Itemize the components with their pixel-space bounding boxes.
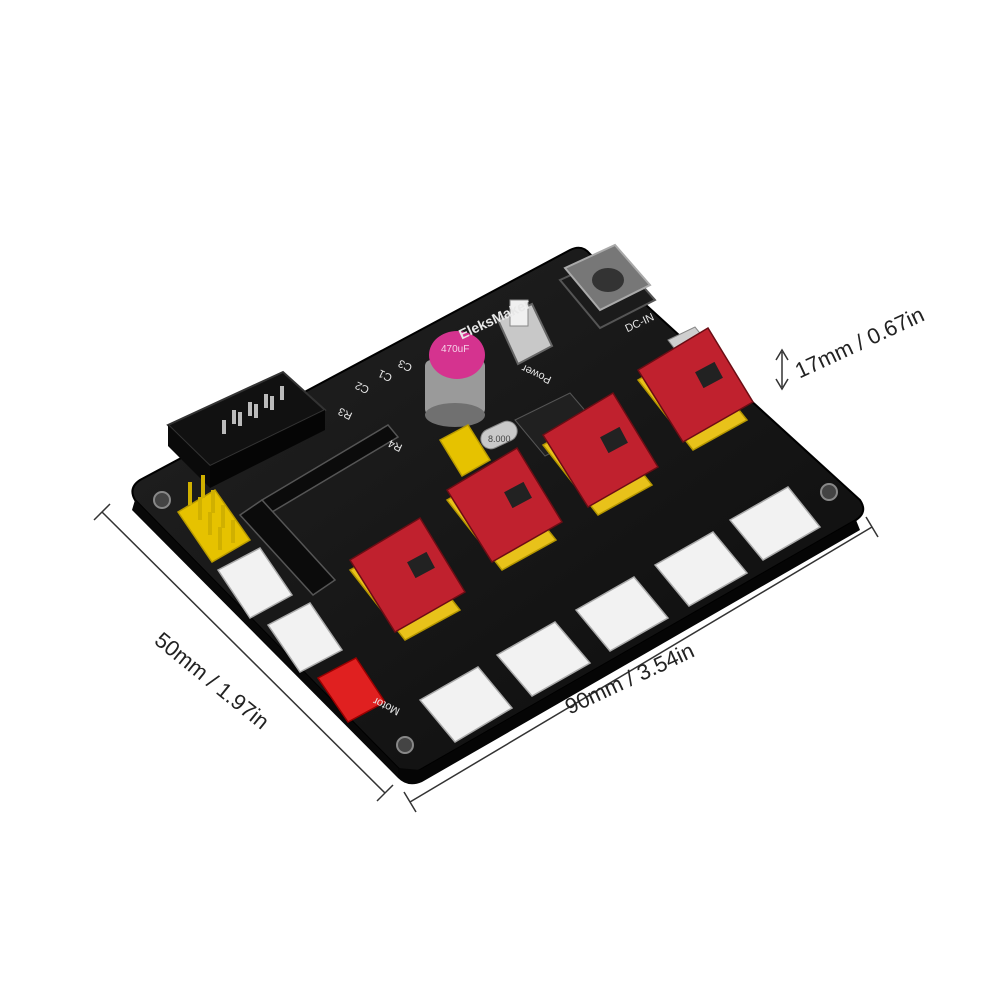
c1-label: C1 [376,367,394,384]
pin-header-left [176,475,252,563]
stepper-driver-4 [636,326,755,451]
dimension-line-height [775,348,789,391]
idc-header [166,370,327,488]
dimension-line-width [93,503,394,802]
stepper-driver-1 [348,516,467,641]
crystal-label: 8.000 [488,434,511,444]
c3-label: C3 [396,357,414,374]
rail-socket [238,424,400,596]
dc-jack [558,243,657,330]
r3-label: R3 [336,405,354,422]
c2-label: C2 [353,379,371,396]
r4-label: R4 [386,437,404,454]
crystal: 8.000 [480,420,518,450]
power-switch [496,299,554,366]
capacitor-label: 470uF [441,344,469,355]
connectors-left [216,547,387,723]
stepper-driver-3 [541,391,660,516]
connectors-front [418,486,822,743]
electrolytic-capacitor: 470uF [425,331,485,427]
pin-header-center [438,424,492,478]
stepper-driver-2 [445,446,564,571]
dimension-line-length [403,516,879,813]
